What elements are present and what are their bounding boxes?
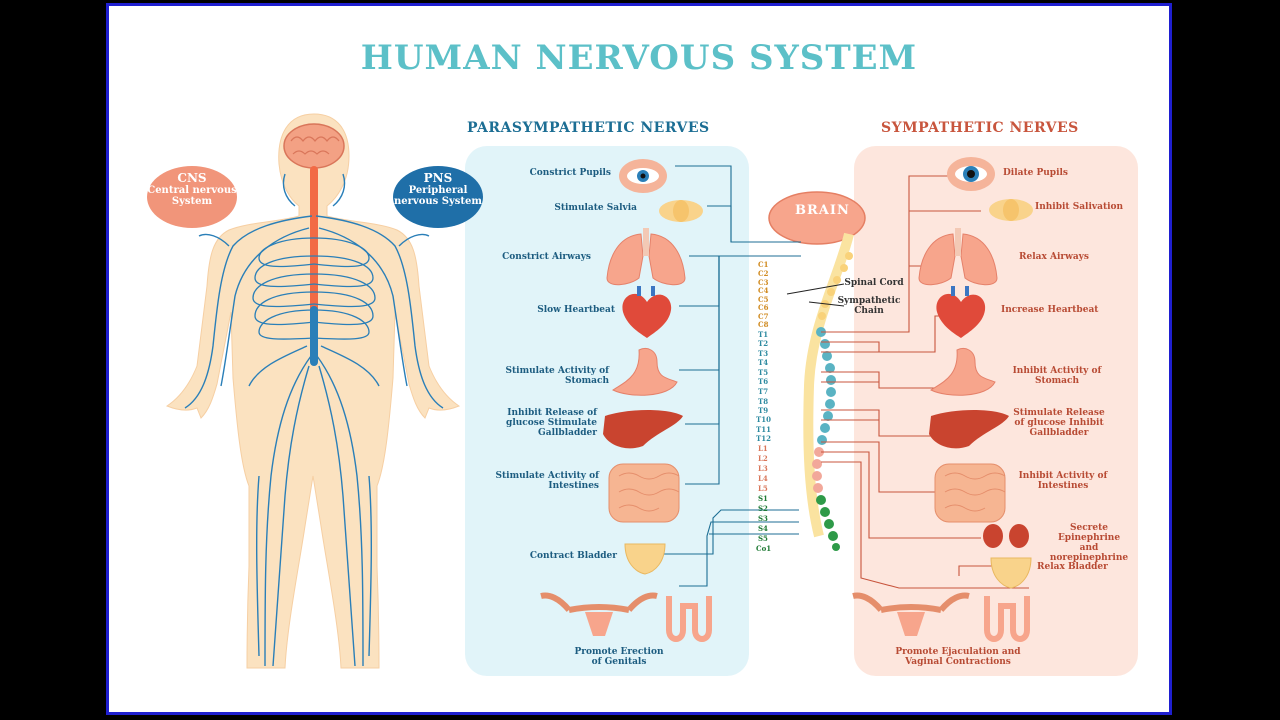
peripheral-nerves — [184, 173, 444, 667]
segment-t7: T7 — [758, 387, 769, 396]
page-title: HUMAN NERVOUS SYSTEM — [360, 38, 918, 78]
stomach-icon — [612, 348, 678, 396]
female-reproductive-icon — [540, 592, 658, 636]
sympathetic-title: SYMPATHETIC NERVES — [881, 120, 1079, 136]
brain-shape — [283, 123, 345, 169]
symp-organ-icons — [852, 157, 1033, 642]
eye-icon — [947, 157, 995, 191]
human-body-figure — [165, 113, 461, 669]
parasympathetic-connectors — [653, 165, 801, 587]
stomach-icon — [930, 348, 996, 396]
para-label-bladder: Contract Bladder — [529, 551, 617, 561]
segment-c3: C3 — [758, 278, 769, 287]
eye-icon — [619, 159, 667, 193]
para-label-pupils: Constrict Pupils — [529, 168, 611, 178]
segment-l1: L1 — [758, 444, 768, 453]
para-label-intestines: Stimulate Activity of Intestines — [495, 471, 600, 491]
symp-label-airways: Relax Airways — [1019, 252, 1089, 262]
pns-abbr: PNS — [423, 171, 453, 185]
liver-icon — [929, 410, 1009, 449]
segment-l4: L4 — [758, 474, 768, 483]
lungs-icon — [606, 228, 686, 286]
intestines-icon — [608, 463, 680, 523]
body-silhouette — [165, 113, 461, 669]
sympathetic-chain-label: Sympathetic Chain — [837, 296, 901, 316]
cns-abbr: CNS — [177, 171, 207, 185]
segment-t4: T4 — [758, 358, 769, 367]
segment-c1: C1 — [758, 260, 769, 269]
liver-icon — [603, 410, 683, 449]
salivary-gland-icon — [659, 200, 703, 222]
sympathetic-connectors — [821, 175, 1029, 589]
segment-l5: L5 — [758, 484, 768, 493]
salivary-gland-icon — [989, 199, 1033, 221]
pns-badge: PNS Peripheral nervous System — [393, 166, 483, 228]
symp-label-salivation: Inhibit Salivation — [1035, 202, 1124, 212]
para-label-airways: Constrict Airways — [502, 252, 591, 262]
para-label-genitals: Promote Erection of Genitals — [574, 647, 664, 667]
segment-t11: T11 — [756, 425, 771, 434]
adrenal-gland-icon — [983, 524, 1029, 548]
segment-t1: T1 — [758, 330, 769, 339]
symp-label-stomach: Inhibit Activity of Stomach — [1012, 366, 1102, 386]
segment-c6: C6 — [758, 303, 769, 312]
segment-l2: L2 — [758, 454, 768, 463]
segment-t8: T8 — [758, 397, 769, 406]
para-label-heartbeat: Slow Heartbeat — [537, 305, 615, 315]
segment-c7: C7 — [758, 312, 769, 321]
segment-c2: C2 — [758, 269, 769, 278]
female-reproductive-icon — [852, 592, 970, 636]
segment-c5: C5 — [758, 295, 769, 304]
symp-label-intestines: Inhibit Activity of Intestines — [1018, 471, 1108, 491]
pns-name: Peripheral nervous System — [394, 185, 482, 207]
segment-co1: Co1 — [756, 544, 772, 553]
segment-t3: T3 — [758, 349, 769, 358]
segment-l3: L3 — [758, 464, 768, 473]
diagram-artwork — [165, 113, 1033, 669]
cns-badge: CNS Central nervous System — [147, 166, 237, 228]
segment-s2: S2 — [758, 504, 768, 513]
segment-s4: S4 — [758, 524, 768, 533]
segment-t2: T2 — [758, 339, 769, 348]
bladder-icon — [990, 557, 1032, 589]
spinal-cord-shape — [310, 166, 318, 316]
segment-t9: T9 — [758, 406, 769, 415]
segment-t6: T6 — [758, 377, 769, 386]
diagram-frame: HUMAN NERVOUS SYSTEM PARASYMPATHETIC NER… — [106, 3, 1172, 715]
symp-label-bladder: Relax Bladder — [1037, 562, 1108, 572]
male-reproductive-icon — [666, 596, 712, 642]
para-label-saliva: Stimulate Salvia — [554, 203, 637, 213]
segment-c8: C8 — [758, 320, 769, 329]
symp-label-glucose: Stimulate Release of glucose Inhibit Gal… — [1013, 408, 1105, 438]
para-label-stomach: Stimulate Activity of Stomach — [505, 366, 610, 386]
segment-s3: S3 — [758, 514, 768, 523]
para-organ-icons — [540, 159, 712, 642]
para-label-glucose: Inhibit Release of glucose Stimulate Gal… — [506, 408, 597, 438]
intestines-icon — [934, 463, 1006, 523]
segment-s1: S1 — [758, 494, 768, 503]
heart-icon — [936, 286, 986, 338]
symp-label-heartbeat: Increase Heartbeat — [1001, 305, 1099, 315]
segment-t10: T10 — [756, 415, 771, 424]
parasympathetic-panel — [465, 146, 749, 676]
segment-t12: T12 — [756, 434, 771, 443]
segment-s5: S5 — [758, 534, 768, 543]
segment-c4: C4 — [758, 286, 769, 295]
symp-label-epinephrine: Secrete Epinephrine and norepinephrine — [1049, 523, 1129, 563]
heart-icon — [622, 286, 672, 338]
segment-t5: T5 — [758, 368, 769, 377]
symp-label-genitals: Promote Ejaculation and Vaginal Contract… — [895, 647, 1021, 667]
symp-label-pupils: Dilate Pupils — [1003, 168, 1068, 178]
spinal-cord-label: Spinal Cord — [844, 278, 904, 288]
lungs-icon — [918, 228, 998, 286]
male-reproductive-icon — [984, 596, 1030, 642]
brain-label: BRAIN — [795, 203, 850, 218]
cns-name: Central nervous System — [147, 185, 237, 207]
parasympathetic-title: PARASYMPATHETIC NERVES — [467, 120, 710, 136]
bladder-icon — [624, 543, 666, 575]
